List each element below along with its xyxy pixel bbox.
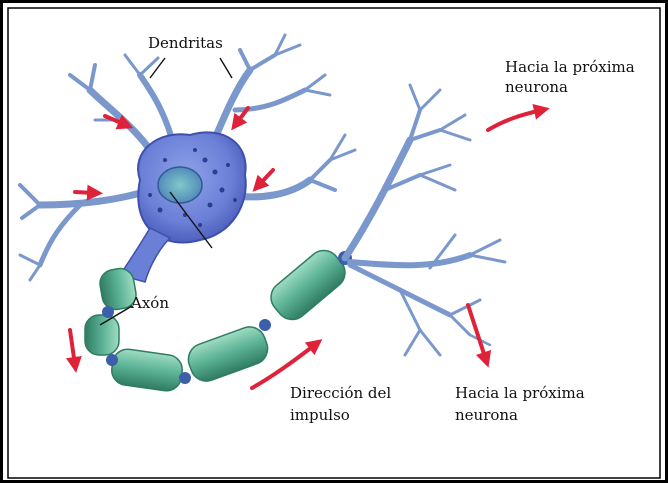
dendrites-leader-left (150, 58, 165, 78)
nucleus (158, 167, 202, 203)
label-next-neuron-bottom-line2: neurona (455, 406, 518, 425)
axon-terminals (345, 85, 505, 355)
soma (120, 132, 246, 282)
label-next-neuron-top-line2: neurona (505, 78, 568, 97)
label-dendrites: Dendritas (148, 34, 223, 53)
label-next-neuron-top-line1: Hacia la próxima (505, 58, 635, 77)
arrow-out-top (488, 110, 542, 130)
dendrites-leader-right (220, 58, 232, 78)
arrow-in-4 (258, 170, 273, 186)
label-axon: Axón (131, 294, 169, 313)
label-direction-line2: impulso (290, 406, 350, 425)
arrow-out-bottom (468, 305, 486, 360)
arrow-axon-down (70, 330, 75, 365)
label-direction-line1: Dirección del (290, 384, 391, 403)
label-next-neuron-bottom-line1: Hacia la próxima (455, 384, 585, 403)
arrow-in-2 (75, 192, 95, 193)
